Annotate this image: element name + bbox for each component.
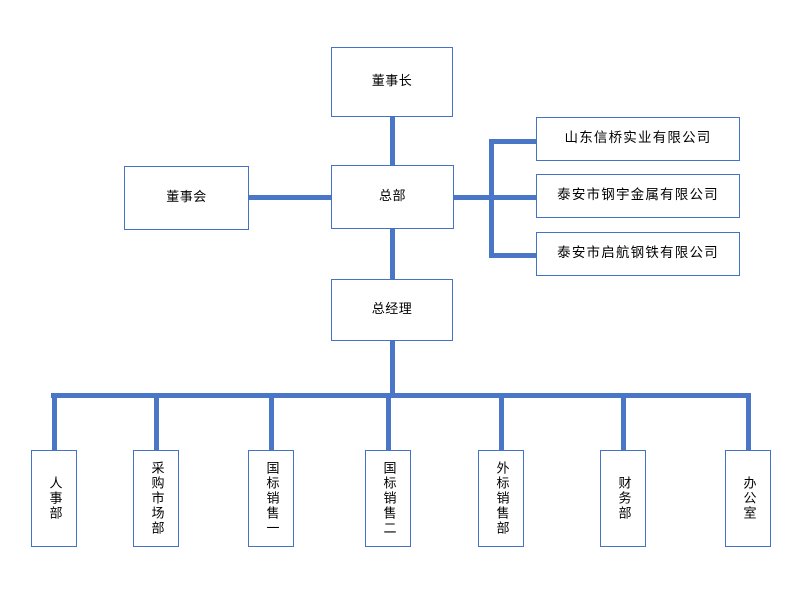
connector-trunk-to-subsidiary-1 — [489, 139, 537, 144]
connector-bus-to-department-5 — [499, 393, 504, 450]
node-department-3-label: 国标销售一 — [263, 461, 279, 536]
connector-headquarters-to-branch-trunk — [452, 195, 494, 200]
node-subsidiary-3-label: 泰安市启航钢铁有限公司 — [557, 245, 719, 262]
node-department-4-label: 国标销售二 — [380, 461, 396, 536]
node-board-of-directors-label: 董事会 — [166, 190, 207, 206]
connector-bus-to-department-2 — [154, 393, 159, 450]
connector-headquarters-to-general-manager — [390, 227, 395, 279]
connector-trunk-to-subsidiary-2 — [489, 195, 537, 200]
node-subsidiary-3[interactable]: 泰安市启航钢铁有限公司 — [536, 232, 740, 276]
node-headquarters[interactable]: 总部 — [331, 165, 454, 229]
connector-trunk-to-subsidiary-3 — [489, 253, 537, 258]
connector-chairman-to-headquarters — [390, 117, 395, 167]
connector-bus-to-department-4 — [386, 393, 391, 450]
node-department-6[interactable]: 财务部 — [600, 450, 646, 547]
connector-general-manager-to-bus — [390, 340, 395, 396]
node-department-7[interactable]: 办公室 — [725, 450, 771, 547]
node-department-5[interactable]: 外标销售部 — [478, 450, 524, 547]
node-subsidiary-1-label: 山东信桥实业有限公司 — [564, 130, 712, 147]
node-general-manager-label: 总经理 — [371, 302, 413, 318]
connector-bus-to-department-7 — [746, 393, 751, 450]
node-department-6-label: 财务部 — [615, 476, 631, 521]
node-chairman[interactable]: 董事长 — [331, 47, 453, 117]
node-department-5-label: 外标销售部 — [493, 461, 509, 536]
node-department-3[interactable]: 国标销售一 — [248, 450, 294, 547]
node-department-1-label: 人事部 — [46, 476, 62, 521]
node-board-of-directors[interactable]: 董事会 — [124, 166, 249, 230]
node-subsidiary-1[interactable]: 山东信桥实业有限公司 — [536, 117, 740, 161]
node-headquarters-label: 总部 — [378, 189, 406, 205]
node-department-2-label: 采购市场部 — [148, 461, 164, 536]
connector-bus-to-department-6 — [621, 393, 626, 450]
node-department-7-label: 办公室 — [740, 476, 756, 521]
node-general-manager[interactable]: 总经理 — [331, 279, 453, 341]
connector-board-to-headquarters — [247, 195, 333, 200]
node-department-4[interactable]: 国标销售二 — [365, 450, 411, 547]
node-subsidiary-2[interactable]: 泰安市钢宇金属有限公司 — [536, 174, 740, 218]
node-department-2[interactable]: 采购市场部 — [133, 450, 179, 547]
department-bus-line — [51, 393, 751, 398]
connector-bus-to-department-1 — [52, 393, 57, 450]
node-department-1[interactable]: 人事部 — [31, 450, 77, 547]
node-subsidiary-2-label: 泰安市钢宇金属有限公司 — [557, 187, 719, 204]
connector-bus-to-department-3 — [269, 393, 274, 450]
node-chairman-label: 董事长 — [371, 74, 413, 90]
